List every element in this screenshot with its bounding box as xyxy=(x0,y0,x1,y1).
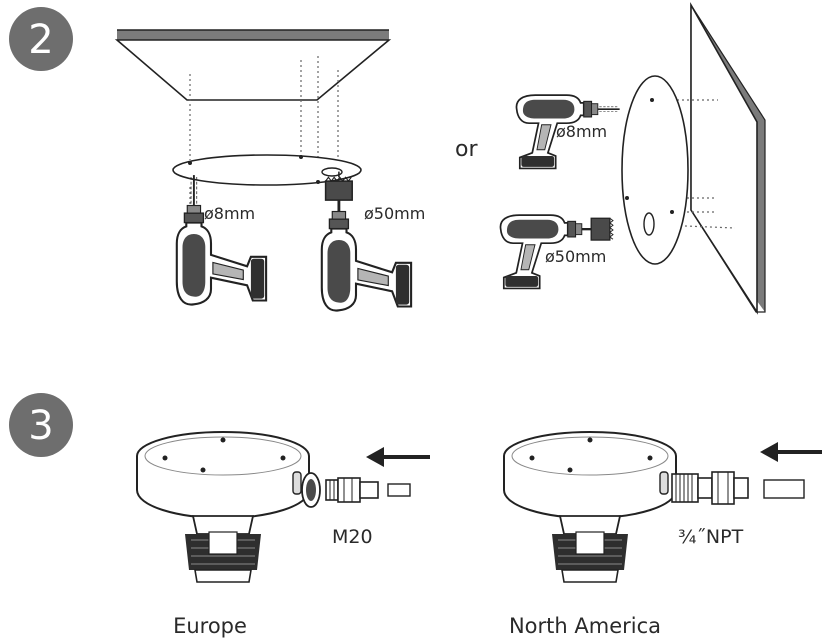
m20-label: M20 xyxy=(332,526,373,548)
ceiling-plate-edge xyxy=(117,30,389,40)
wall-drill-small-label: ø8mm xyxy=(556,122,607,141)
europe-camera-base xyxy=(136,431,310,583)
wall-hole-saw-drill-icon xyxy=(499,214,614,290)
drill-guide-lines xyxy=(189,56,339,172)
npt-label: ¾˝NPT xyxy=(678,526,744,548)
wall-mounting-template xyxy=(621,75,689,265)
ceiling-illustration xyxy=(114,29,392,212)
m20-cable-gland xyxy=(301,472,379,508)
north-america-conduit xyxy=(763,479,805,499)
step-badge-circle xyxy=(9,393,73,457)
step-2-number: 2 xyxy=(28,17,53,63)
north-america-label: North America xyxy=(509,614,661,638)
ceiling-plate xyxy=(114,39,392,101)
step-3-badge: 3 xyxy=(9,393,73,457)
hole-saw-drill-icon xyxy=(320,171,413,312)
mounting-template xyxy=(172,154,362,186)
north-america-camera-base xyxy=(503,431,677,583)
insert-arrow-icon xyxy=(760,442,822,462)
step-badge-circle xyxy=(9,7,73,71)
drill-icon xyxy=(175,175,268,306)
ceiling-drill-large-label: ø50mm xyxy=(364,204,425,223)
wall-drill-large-label: ø50mm xyxy=(545,247,606,266)
insert-arrow-icon xyxy=(366,447,430,467)
wall-cable-hole xyxy=(643,212,655,236)
wall-plate xyxy=(690,1,758,315)
europe-label: Europe xyxy=(173,614,247,638)
step-3-number: 3 xyxy=(28,403,53,449)
wall-drill-icon xyxy=(515,94,620,170)
europe-conduit xyxy=(387,483,411,497)
cable-hole xyxy=(321,167,343,177)
npt-conduit-fitting xyxy=(671,471,749,505)
ceiling-drill-small-label: ø8mm xyxy=(204,204,255,223)
wall-illustration xyxy=(621,1,766,315)
step-2-badge: 2 xyxy=(9,7,73,71)
or-separator: or xyxy=(455,137,478,162)
